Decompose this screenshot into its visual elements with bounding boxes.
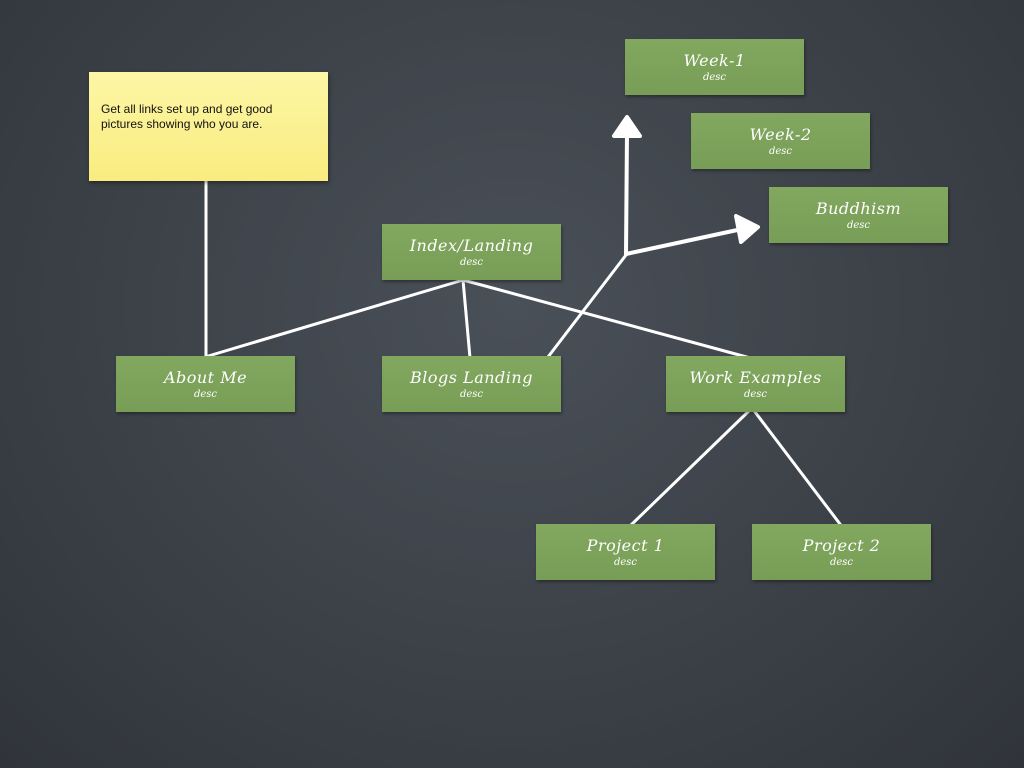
node-title: Buddhism <box>815 199 902 218</box>
node-desc: desc <box>829 557 854 568</box>
node-title: Week-2 <box>749 125 812 144</box>
connector-work-project2 <box>750 406 845 530</box>
node-project-1[interactable]: Project 1 desc <box>536 524 715 580</box>
connector-index-about <box>203 278 465 359</box>
connector-work-project1 <box>628 406 754 528</box>
node-desc: desc <box>613 557 638 568</box>
node-week-2[interactable]: Week-2 desc <box>691 113 870 169</box>
node-desc: desc <box>459 257 484 268</box>
node-desc: desc <box>193 389 218 400</box>
node-week-1[interactable]: Week-1 desc <box>625 39 804 95</box>
node-desc: desc <box>846 220 871 231</box>
node-desc: desc <box>743 389 768 400</box>
sticky-note-text: Get all links set up and get good pictur… <box>101 102 273 131</box>
node-about-me[interactable]: About Me desc <box>116 356 295 412</box>
node-title: About Me <box>163 368 248 387</box>
connector-index-work <box>461 278 756 361</box>
node-title: Week-1 <box>683 51 746 70</box>
arrow-up-head <box>612 115 642 138</box>
sticky-note: Get all links set up and get good pictur… <box>89 72 328 181</box>
node-work-examples[interactable]: Work Examples desc <box>666 356 845 412</box>
node-title: Blogs Landing <box>410 368 533 387</box>
node-desc: desc <box>702 72 727 83</box>
node-project-2[interactable]: Project 2 desc <box>752 524 931 580</box>
node-index-landing[interactable]: Index/Landing desc <box>382 224 561 280</box>
node-title: Work Examples <box>689 368 822 387</box>
node-title: Index/Landing <box>409 236 534 255</box>
arrow-right-shaft <box>624 227 744 256</box>
node-title: Project 1 <box>586 536 665 555</box>
node-buddhism[interactable]: Buddhism desc <box>769 187 948 243</box>
node-title: Project 2 <box>802 536 881 555</box>
node-desc: desc <box>459 389 484 400</box>
arrow-up-shaft <box>624 130 629 255</box>
node-blogs-landing[interactable]: Blogs Landing desc <box>382 356 561 412</box>
node-desc: desc <box>768 146 793 157</box>
arrow-right-head <box>734 214 760 244</box>
